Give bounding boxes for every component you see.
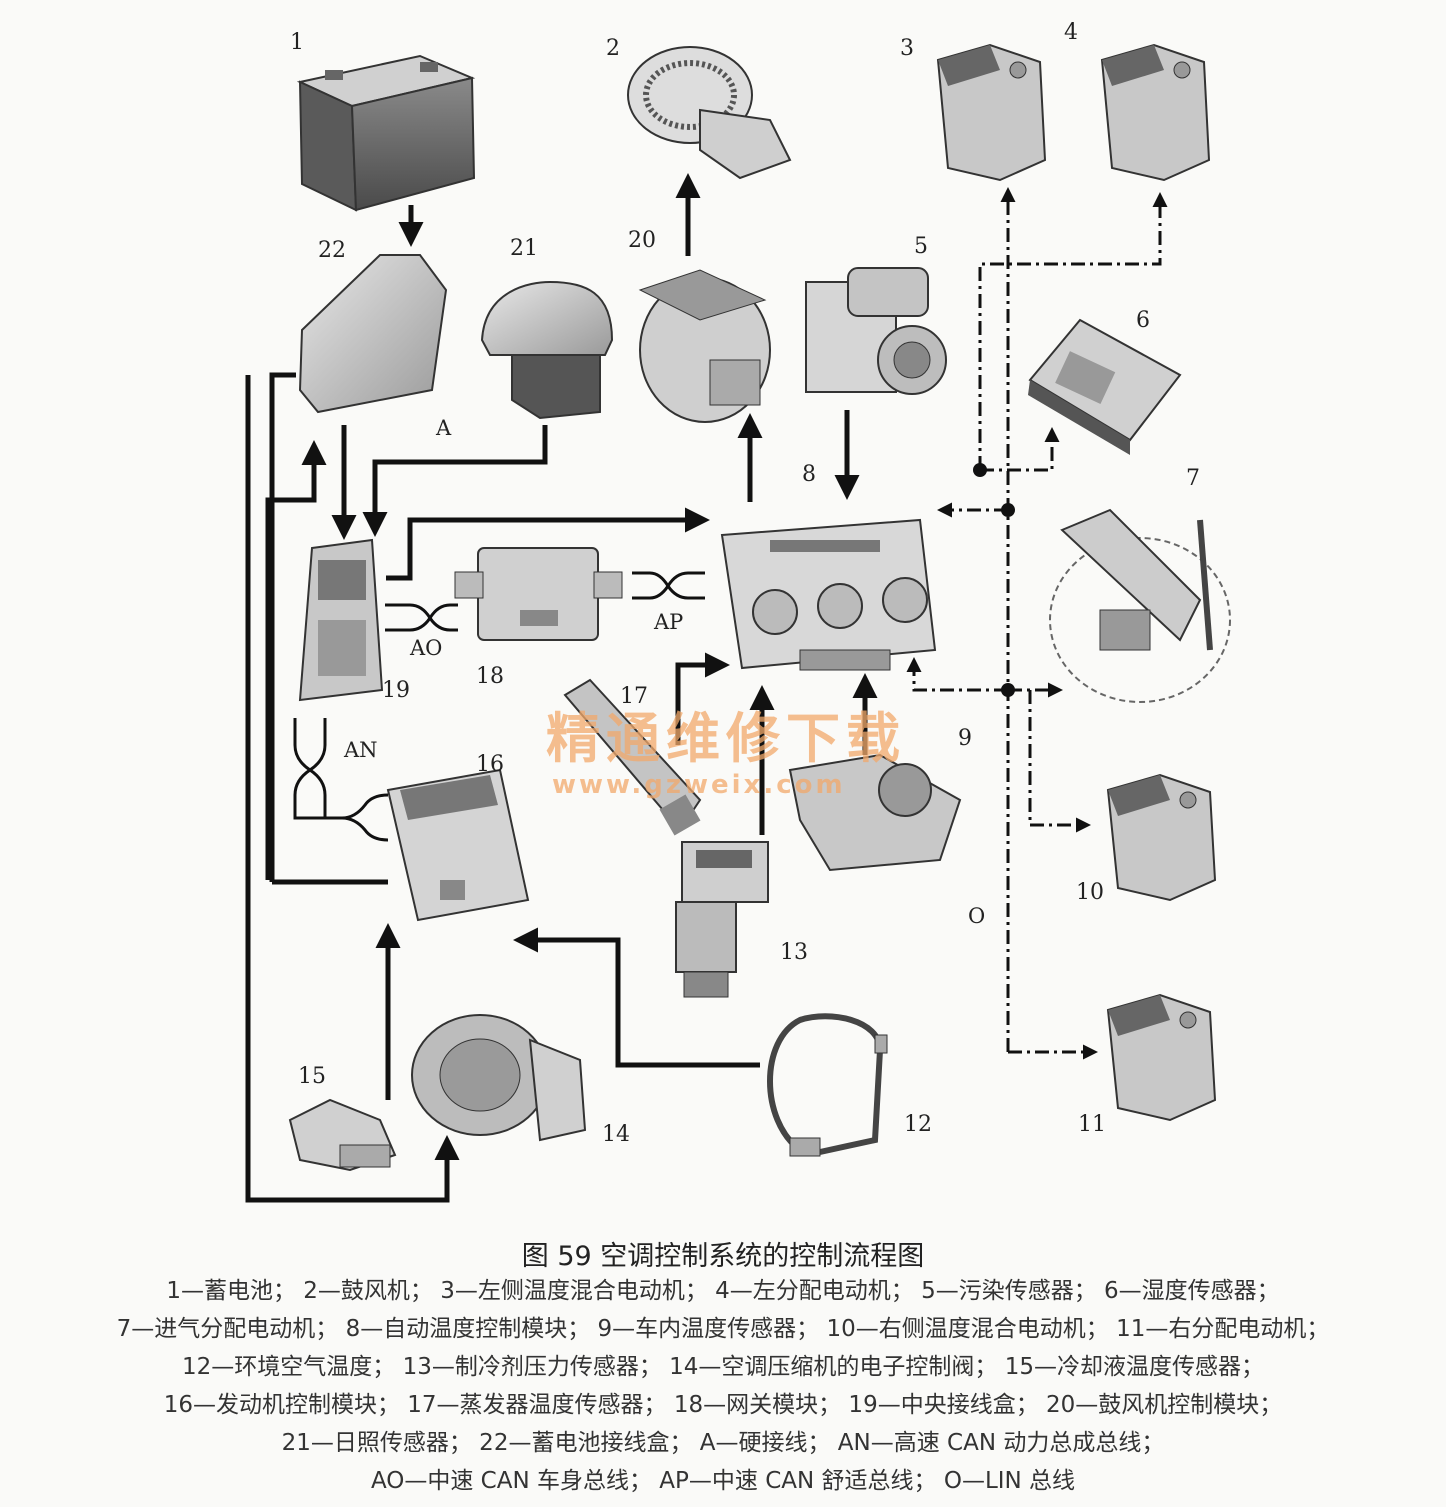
label-17: 17 [620, 684, 648, 709]
label-4: 4 [1064, 20, 1078, 45]
bus-label-ao: AO [410, 636, 443, 660]
label-12: 12 [904, 1112, 932, 1137]
gateway-module [454, 547, 623, 641]
label-5: 5 [914, 234, 928, 259]
air-intake-distribution-motor [1049, 508, 1231, 703]
left-distribution-motor [1100, 43, 1211, 182]
label-15: 15 [298, 1064, 326, 1089]
evaporator-temp-sensor [563, 678, 702, 836]
watermark-text: 精通维修下载 [546, 707, 906, 770]
watermark-url: www.gzweix.com [552, 770, 846, 800]
bus-label-a: A [436, 416, 452, 440]
right-distribution-motor [1106, 993, 1217, 1122]
label-13: 13 [780, 940, 808, 965]
blower-control-module [638, 269, 771, 423]
control-flow-diagram [245, 43, 1231, 1203]
right-temp-blend-motor [1106, 773, 1217, 902]
humidity-sensor [1028, 318, 1182, 455]
can-bus-symbols [293, 571, 705, 842]
lin-bus-connections [906, 187, 1168, 1060]
legend-line: AO—中速 CAN 车身总线； AP—中速 CAN 舒适总线； O—LIN 总线 [370, 1468, 1076, 1494]
label-7: 7 [1186, 466, 1200, 491]
label-19: 19 [382, 678, 410, 703]
label-10: 10 [1076, 880, 1104, 905]
legend-line: 7—进气分配电动机； 8—自动温度控制模块； 9—车内温度传感器； 10—右侧温… [116, 1316, 1330, 1342]
label-2: 2 [606, 36, 620, 61]
auto-temp-control-module [720, 518, 937, 671]
hard-wire-connections [245, 173, 878, 1203]
figure-legend: 1—蓄电池； 2—鼓风机； 3—左侧温度混合电动机； 4—左分配电动机； 5—污… [0, 1272, 1446, 1500]
label-11: 11 [1078, 1112, 1106, 1137]
label-6: 6 [1136, 308, 1150, 333]
legend-line: 12—环境空气温度； 13—制冷剂压力传感器； 14—空调压缩机的电子控制阀； … [182, 1354, 1264, 1380]
label-21: 21 [510, 236, 538, 261]
label-16: 16 [476, 752, 504, 777]
label-20: 20 [628, 228, 656, 253]
bus-label-o: O [968, 904, 986, 928]
battery [296, 54, 476, 212]
label-3: 3 [900, 36, 914, 61]
ambient-air-temp-sensor [767, 1013, 888, 1157]
ac-compressor-control-valve [411, 1014, 587, 1142]
lin-bus-junctions [973, 463, 1015, 697]
left-temp-blend-motor [936, 43, 1047, 182]
engine-control-module [386, 768, 530, 922]
legend-line: 21—日照传感器； 22—蓄电池接线盒； A—硬接线； AN—高速 CAN 动力… [281, 1430, 1165, 1456]
label-9: 9 [958, 726, 972, 751]
pollution-sensor [805, 267, 947, 395]
cabin-temp-sensor [788, 753, 962, 872]
label-22: 22 [318, 238, 346, 263]
bus-label-ap: AP [654, 610, 684, 634]
sunlight-sensor [480, 280, 614, 420]
blower [627, 46, 792, 180]
label-8: 8 [802, 462, 816, 487]
bus-label-an: AN [344, 738, 378, 762]
legend-line: 16—发动机控制模块； 17—蒸发器温度传感器； 18—网关模块； 19—中央接… [163, 1392, 1283, 1418]
battery-junction-box [298, 254, 448, 414]
label-1: 1 [290, 30, 304, 55]
refrigerant-pressure-sensor [675, 841, 769, 998]
central-junction-box [298, 538, 384, 702]
legend-line: 1—蓄电池； 2—鼓风机； 3—左侧温度混合电动机； 4—左分配电动机； 5—污… [166, 1278, 1280, 1304]
figure-caption-title: 图 59 空调控制系统的控制流程图 [521, 1241, 925, 1272]
coolant-temp-sensor [288, 1098, 397, 1172]
label-18: 18 [476, 664, 504, 689]
label-14: 14 [602, 1122, 630, 1147]
